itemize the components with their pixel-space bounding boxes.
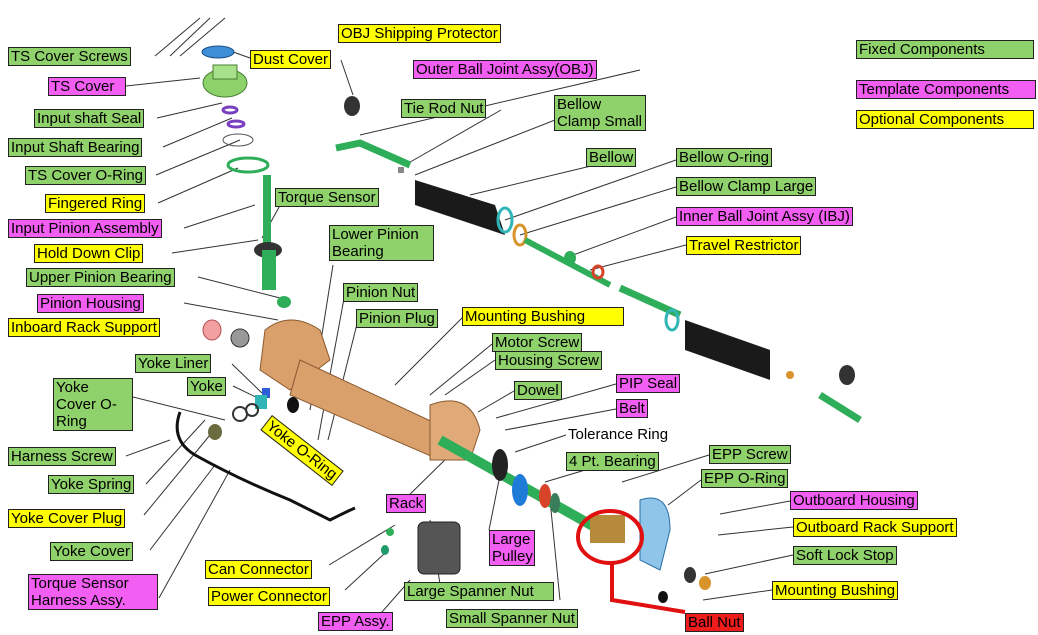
label-power-connector: Power Connector <box>208 587 330 606</box>
label-fingered-ring: Fingered Ring <box>45 194 145 213</box>
bellow-right-part <box>685 320 860 420</box>
label-dowel: Dowel <box>514 381 562 400</box>
label-housing-screw: Housing Screw <box>495 351 602 370</box>
seal-parts <box>223 107 268 172</box>
label-outboard-housing: Outboard Housing <box>790 491 918 510</box>
legend-fixed: Fixed Components <box>856 40 1034 59</box>
label-tolerance-ring: Tolerance Ring <box>566 426 670 443</box>
label-hold-down-clip: Hold Down Clip <box>34 244 143 263</box>
label-obj-shipping-protector: OBJ Shipping Protector <box>338 24 501 43</box>
label-input-shaft-bearing: Input Shaft Bearing <box>8 138 142 157</box>
label-soft-lock-stop: Soft Lock Stop <box>793 546 897 565</box>
label-motor-screw: Motor Screw <box>492 333 582 352</box>
label-inboard-rack-support: Inboard Rack Support <box>8 318 160 337</box>
label-dust-cover: Dust Cover <box>250 50 331 69</box>
label-yoke-spring: Yoke Spring <box>48 475 134 494</box>
tie-rod-left-part <box>336 96 410 173</box>
label-epp-assy: EPP Assy. <box>318 612 393 631</box>
label-ball-nut: Ball Nut <box>685 613 744 632</box>
label-belt: Belt <box>616 399 648 418</box>
label-input-pinion-assembly: Input Pinion Assembly <box>8 219 162 238</box>
label-large-pulley: Large Pulley <box>489 530 535 566</box>
label-pinion-plug: Pinion Plug <box>356 309 438 328</box>
label-ts-cover-screws: TS Cover Screws <box>8 47 131 66</box>
label-mounting-bushing-top: Mounting Bushing <box>462 307 624 326</box>
dust-cover-part <box>202 46 234 58</box>
label-rack: Rack <box>386 494 426 513</box>
label-harness-screw: Harness Screw <box>8 447 116 466</box>
motor-part <box>381 522 460 574</box>
label-outer-ball-joint: Outer Ball Joint Assy(OBJ) <box>413 60 597 79</box>
label-bellow-clamp-large: Bellow Clamp Large <box>676 177 816 196</box>
label-pinion-housing: Pinion Housing <box>37 294 144 313</box>
label-ts-cover: TS Cover <box>48 77 126 96</box>
label-yoke: Yoke <box>187 377 226 396</box>
label-can-connector: Can Connector <box>205 560 312 579</box>
label-bellow-o-ring: Bellow O-ring <box>676 148 772 167</box>
label-yoke-cover: Yoke Cover <box>50 542 133 561</box>
label-lower-pinion-bearing: Lower Pinion Bearing <box>329 225 434 261</box>
label-pinion-nut: Pinion Nut <box>343 283 418 302</box>
label-torque-sensor-harness: Torque Sensor Harness Assy. <box>28 574 158 610</box>
label-travel-restrictor: Travel Restrictor <box>686 236 801 255</box>
label-upper-pinion-bearing: Upper Pinion Bearing <box>26 268 175 287</box>
label-bellow: Bellow <box>586 148 636 167</box>
label-tie-rod-nut: Tie Rod Nut <box>401 99 486 118</box>
label-input-shaft-seal: Input shaft Seal <box>34 109 144 128</box>
label-torque-sensor: Torque Sensor <box>275 188 379 207</box>
label-epp-screw: EPP Screw <box>709 445 791 464</box>
ts-cover-part <box>203 65 247 97</box>
label-large-spanner-nut: Large Spanner Nut <box>404 582 554 601</box>
label-bellow-clamp-small: Bellow Clamp Small <box>554 95 646 131</box>
label-four-pt-bearing: 4 Pt. Bearing <box>566 452 659 471</box>
legend-optional: Optional Components <box>856 110 1034 129</box>
label-epp-o-ring: EPP O-Ring <box>701 469 788 488</box>
label-mounting-bushing-bottom: Mounting Bushing <box>772 581 898 600</box>
label-ts-cover-o-ring: TS Cover O-Ring <box>25 166 146 185</box>
label-small-spanner-nut: Small Spanner Nut <box>446 609 578 628</box>
legend-template: Template Components <box>856 80 1036 99</box>
label-outboard-rack-support: Outboard Rack Support <box>793 518 957 537</box>
label-yoke-liner: Yoke Liner <box>135 354 211 373</box>
label-yoke-cover-plug: Yoke Cover Plug <box>8 509 125 528</box>
label-inner-ball-joint: Inner Ball Joint Assy (IBJ) <box>676 207 853 226</box>
label-yoke-cover-o-ring: Yoke Cover O-Ring <box>53 378 133 431</box>
inboard-rack-support-part <box>203 320 249 347</box>
label-pip-seal: PIP Seal <box>616 374 680 393</box>
